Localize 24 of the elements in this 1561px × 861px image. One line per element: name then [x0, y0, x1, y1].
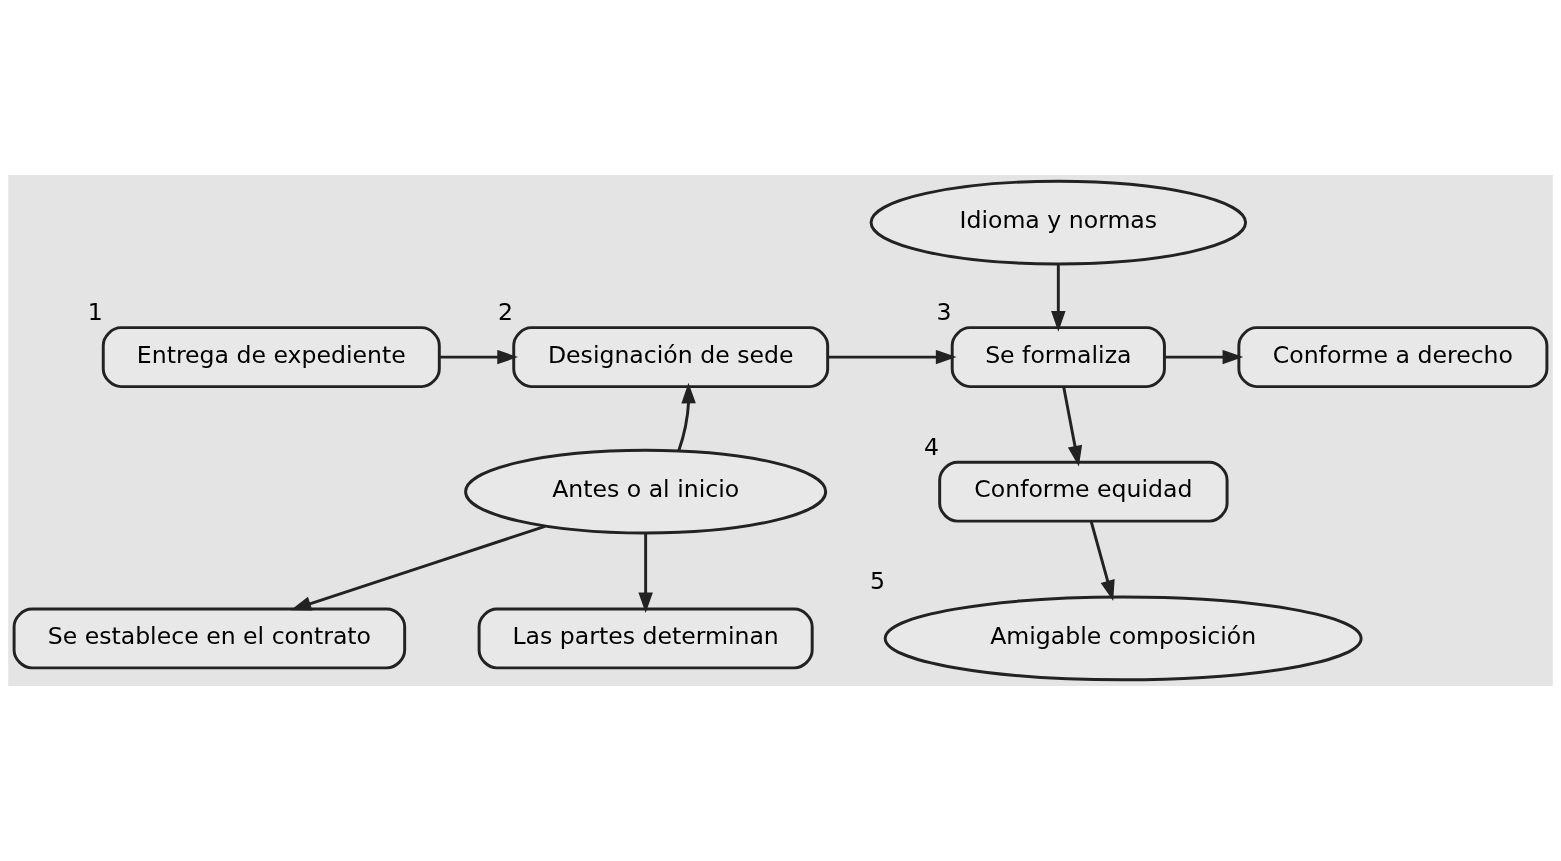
arrow [638, 533, 653, 614]
node-label: 3 [936, 297, 952, 326]
arrow [1062, 386, 1083, 467]
arrow [1051, 265, 1066, 332]
node-box: Se formaliza [950, 326, 1166, 389]
node-label: 2 [498, 297, 514, 326]
node-ellipse: Idioma y normas [869, 179, 1248, 266]
node-box: Se establece en el contrato [12, 607, 407, 670]
arrow [439, 349, 518, 365]
node-ellipse: Amigable composición [883, 595, 1363, 682]
arrow [1089, 521, 1115, 601]
node-label: 4 [924, 432, 940, 461]
node-box: Designación de sede [512, 326, 830, 389]
node-label: 1 [87, 297, 103, 326]
node-box: Conforme equidad [938, 460, 1229, 523]
arrow [1164, 349, 1244, 365]
arrow [677, 382, 696, 451]
arrow [827, 349, 957, 365]
arrow [290, 524, 546, 611]
node-box: Las partes determinan [477, 607, 814, 670]
node-ellipse: Antes o al inicio [464, 448, 828, 535]
node-label: 5 [869, 567, 885, 596]
node-box: Entrega de expediente [101, 326, 441, 389]
node-box: Conforme a derecho [1237, 326, 1549, 389]
